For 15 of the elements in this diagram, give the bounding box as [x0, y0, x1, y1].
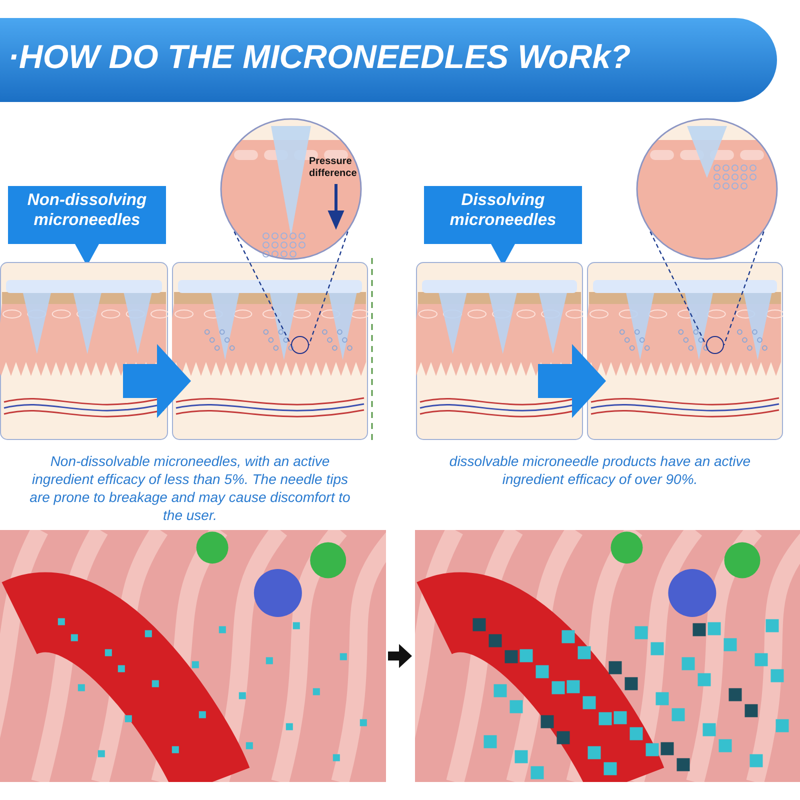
leader-line: [650, 231, 707, 346]
page-title: ·HOW DO THE MICRONEEDLES WoRk?: [8, 38, 631, 76]
arrow: [123, 344, 191, 418]
magnifier-target-circle: [291, 336, 309, 354]
leader-line: [234, 231, 292, 346]
callout-text: Non-dissolving microneedles: [26, 190, 148, 230]
magnifier-target-circle: [706, 336, 724, 354]
annotation-text: Pressure difference: [309, 156, 358, 180]
description-text: dissolvable microneedle products have an active ingredient efficacy of over 90%.: [448, 452, 752, 488]
leader-line: [308, 231, 348, 346]
arrow: [538, 344, 606, 418]
callout-text: Dissolving microneedles: [448, 190, 558, 230]
arrow: [388, 644, 412, 668]
description-text: Non-dissolvable microneedles, with an active ingredient efficacy of less than 5%. The needle tips are prone to breakage and may cause discomfort to the user.: [28, 452, 352, 524]
leader-line: [723, 231, 764, 346]
